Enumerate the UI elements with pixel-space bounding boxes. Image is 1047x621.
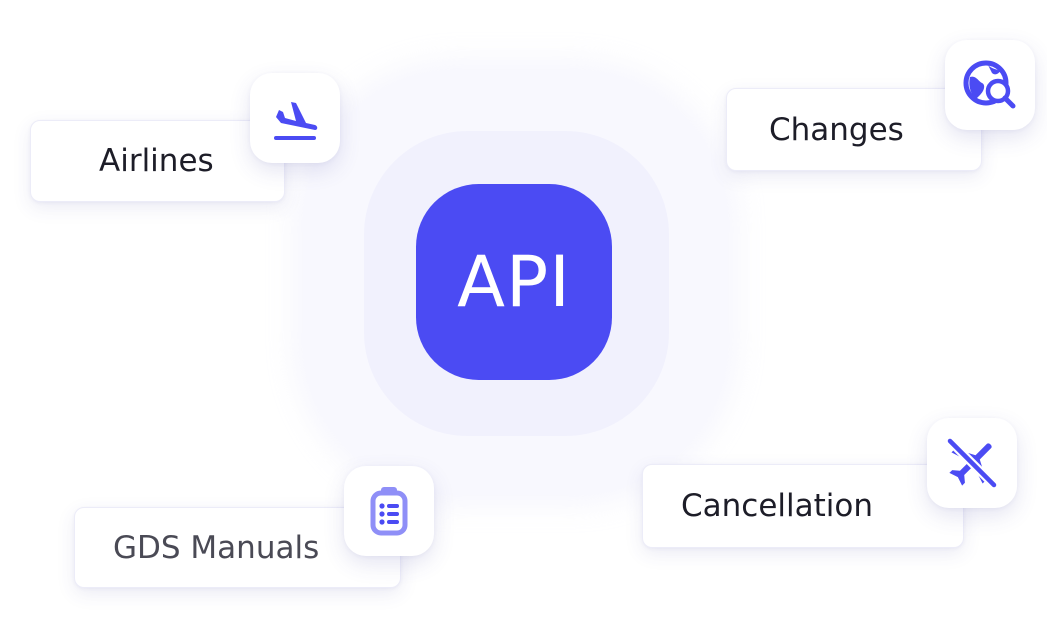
airlines-label: Airlines — [99, 143, 214, 179]
cancellation-icon-box — [927, 418, 1017, 508]
changes-icon-box — [945, 40, 1035, 130]
cancellation-card: Cancellation — [642, 464, 964, 548]
api-core: API — [416, 184, 612, 380]
airlines-card: Airlines — [30, 120, 285, 202]
globe-search-icon — [963, 60, 1016, 109]
gds-manuals-label: GDS Manuals — [113, 529, 320, 566]
changes-label: Changes — [769, 111, 904, 148]
cancellation-label: Cancellation — [681, 488, 874, 524]
gds-manuals-icon-box — [344, 466, 434, 556]
airlines-icon-box — [250, 73, 340, 163]
changes-card: Changes — [726, 88, 982, 171]
clipboard-list-icon — [370, 487, 408, 536]
flight-takeoff-icon — [274, 102, 318, 140]
airplane-off-icon — [946, 437, 998, 489]
api-label: API — [457, 241, 571, 323]
